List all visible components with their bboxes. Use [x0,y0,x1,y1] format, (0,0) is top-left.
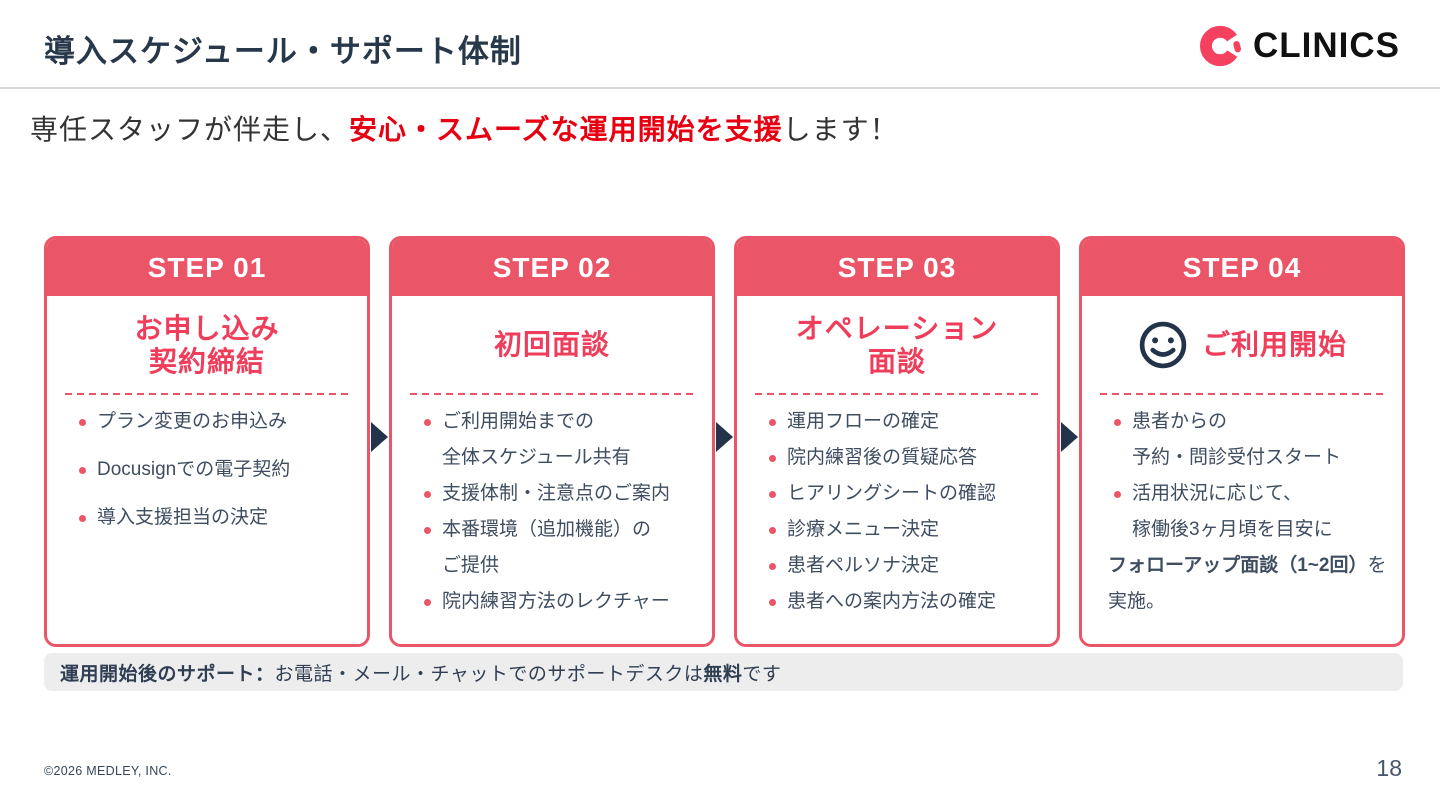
step-item-line: プラン変更のお申込み [97,411,288,432]
step-item-line: 院内練習方法のレクチャー [442,591,670,612]
step-item-line: 本番環境（追加機能）の [442,519,652,540]
step-title-line: 面談 [867,345,926,377]
step-title-line: お申し込み [134,312,280,344]
step-label: STEP 03 [737,239,1057,296]
step-items: プラン変更のお申込み Docusignでの電子契約導入支援担当の決定 [47,404,367,536]
step-card: STEP 04 ご利用開始 患者からの予約・問診受付スタート活用状況に応じて、稼… [1079,236,1405,647]
step-card: STEP 01 お申し込み契約締結 プラン変更のお申込み Docusignでの電子… [44,236,370,647]
dashed-divider [1100,393,1384,395]
step-title: ご利用開始 [1082,296,1402,393]
step-item: 診療メニュー決定 [761,512,1043,548]
step-item-line: ヒアリングシートの確認 [787,483,997,504]
step-title-line: 初回面談 [493,329,610,360]
arrow-right-icon [1061,422,1078,452]
step-item: 院内練習後の質疑応答 [761,440,1043,476]
support-note: 運用開始後のサポート：お電話・メール・チャットでのサポートデスクは無料です [44,653,1403,691]
step-item-line: 患者からの [1132,411,1228,432]
step-label: STEP 04 [1082,239,1402,296]
arrow-right-icon [371,422,388,452]
page-number: 18 [1376,755,1402,781]
dashed-divider [65,393,349,395]
step-item-line: ご提供 [442,555,500,576]
followup-regular: を実施。 [1108,555,1387,612]
step-title: オペレーション面談 [737,296,1057,393]
arrow-right-icon [716,422,733,452]
support-note-free: 無料 [703,663,743,685]
step-item: 患者からの予約・問診受付スタート [1106,404,1388,476]
step-arrow [370,236,389,647]
step-arrow [715,236,734,647]
step-item-line: 全体スケジュール共有 [442,447,631,468]
step-item-line: 診療メニュー決定 [787,519,940,540]
step-item: Docusignでの電子契約 [71,452,353,488]
step-item-line: 導入支援担当の決定 [97,507,269,528]
step-items: ご利用開始までの全体スケジュール共有支援体制・注意点のご案内本番環境（追加機能）… [392,404,712,620]
step-title-line: ご利用開始 [1201,329,1347,360]
step-items: 運用フローの確定院内練習後の質疑応答ヒアリングシートの確認診療メニュー決定患者ペ… [737,404,1057,620]
step-items: 患者からの予約・問診受付スタート活用状況に応じて、稼働後3ヶ月頃を目安に [1082,404,1402,548]
steps-row: STEP 01 お申し込み契約締結 プラン変更のお申込み Docusignでの電子… [44,236,1405,647]
header-divider [0,87,1440,89]
step-item-line: 患者ペルソナ決定 [787,555,940,576]
step-followup: フォローアップ面談（1~2回）を実施。 [1082,548,1402,620]
clinics-logo: CLINICS [1200,24,1400,68]
step-item-line: 支援体制・注意点のご案内 [442,483,671,504]
followup-bold: フォローアップ面談（1~2回） [1108,555,1368,576]
step-item-line: Docusignでの電子契約 [97,459,291,480]
subtitle-highlight: 安心・スムーズな運用開始を支援 [349,114,783,145]
step-item: 本番環境（追加機能）のご提供 [416,512,698,584]
step-item: 患者ペルソナ決定 [761,548,1043,584]
clinics-c-mark-icon [1200,25,1241,67]
step-item: ヒアリングシートの確認 [761,476,1043,512]
subtitle: 専任スタッフが伴走し、安心・スムーズな運用開始を支援します！ [30,108,899,148]
step-label: STEP 02 [392,239,712,296]
step-item: 院内練習方法のレクチャー [416,584,698,620]
step-title: 初回面談 [392,296,712,393]
copyright: ©2026 MEDLEY, INC. [44,764,172,778]
smiley-face-icon [1139,321,1187,368]
clinics-logo-text: CLINICS [1253,26,1400,65]
step-card: STEP 03 オペレーション面談 運用フローの確定院内練習後の質疑応答ヒアリン… [734,236,1060,647]
subtitle-prefix: 専任スタッフが伴走し、 [30,114,350,145]
step-title-line: 契約締結 [148,345,265,377]
support-note-suffix: です [742,663,782,685]
step-item: 導入支援担当の決定 [71,500,353,536]
step-item: 活用状況に応じて、稼働後3ヶ月頃を目安に [1106,476,1388,548]
step-item-line: 運用フローの確定 [787,411,940,432]
support-note-text: お電話・メール・チャットでのサポートデスクは [274,663,704,685]
step-item: 患者への案内方法の確定 [761,584,1043,620]
step-item: プラン変更のお申込み [71,404,353,440]
step-item: 支援体制・注意点のご案内 [416,476,698,512]
step-arrow [1060,236,1079,647]
subtitle-suffix: します！ [782,114,899,145]
dashed-divider [755,393,1039,395]
step-title-line: オペレーション [795,312,999,344]
step-label: STEP 01 [47,239,367,296]
step-item-line: 稼働後3ヶ月頃を目安に [1132,519,1333,540]
step-item-line: 予約・問診受付スタート [1132,447,1342,468]
step-title: お申し込み契約締結 [47,296,367,393]
support-note-title: 運用開始後のサポート： [60,663,275,685]
step-item-line: ご利用開始までの [442,411,595,432]
step-item-line: 院内練習後の質疑応答 [787,447,978,468]
dashed-divider [410,393,694,395]
step-item: ご利用開始までの全体スケジュール共有 [416,404,698,476]
step-item: 運用フローの確定 [761,404,1043,440]
step-card: STEP 02 初回面談 ご利用開始までの全体スケジュール共有支援体制・注意点の… [389,236,715,647]
page-title: 導入スケジュール・サポート体制 [44,34,522,69]
step-item-line: 活用状況に応じて、 [1132,483,1303,504]
step-item-line: 患者への案内方法の確定 [787,591,997,612]
